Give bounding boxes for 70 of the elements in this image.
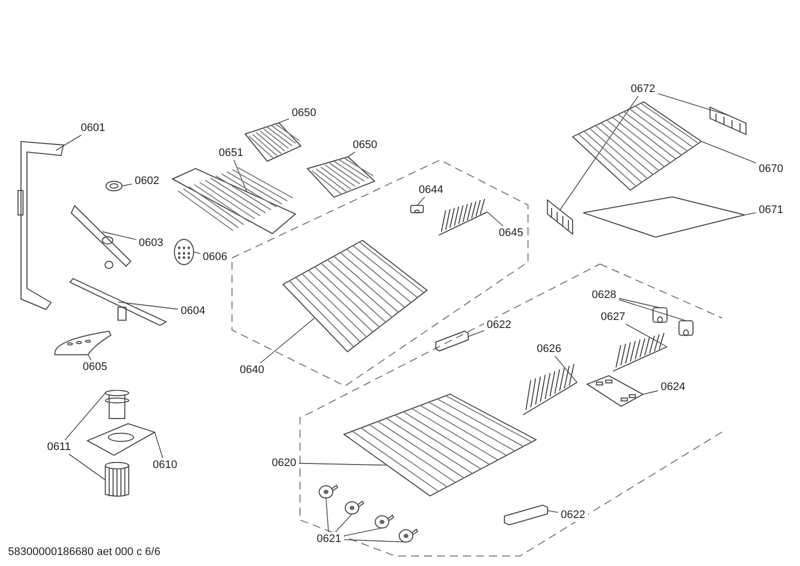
strainer-disc-drawing xyxy=(172,238,196,266)
leader-line xyxy=(56,134,82,151)
tine-rack-drawing xyxy=(610,330,670,372)
leader-line xyxy=(102,231,136,240)
leader-line xyxy=(335,514,352,532)
tine-rack-drawing xyxy=(436,196,490,236)
callout-number: 0627 xyxy=(598,310,628,324)
filter-drawing xyxy=(104,390,130,420)
water-pipe-drawing xyxy=(16,138,66,313)
leader-line xyxy=(64,392,106,440)
wheel-drawing xyxy=(374,512,394,530)
leader-line xyxy=(468,330,484,337)
drawer-frame-drawing xyxy=(580,196,748,238)
callout-number: 0651 xyxy=(216,146,246,160)
leader-line xyxy=(658,93,728,116)
leader-line xyxy=(700,141,756,164)
bracket-drawing xyxy=(546,196,574,236)
leader-line xyxy=(618,299,686,322)
leader-line xyxy=(118,302,178,310)
callout-number: 0601 xyxy=(78,121,108,135)
leader-line xyxy=(486,212,504,226)
callout-number: 0650 xyxy=(350,138,380,152)
micro-filter-drawing xyxy=(104,462,130,498)
callout-number: 0628 xyxy=(589,288,619,302)
callout-number: 0672 xyxy=(628,82,658,96)
wheel-drawing xyxy=(318,482,338,500)
leader-line xyxy=(154,432,164,458)
leader-line xyxy=(642,390,658,395)
leader-line xyxy=(68,454,106,480)
spray-arm-drawing xyxy=(68,276,168,328)
callout-number: 0622 xyxy=(484,318,514,332)
leader-line xyxy=(560,96,639,210)
leader-line xyxy=(193,252,200,254)
leader-line xyxy=(348,152,356,158)
filter-cover-drawing xyxy=(52,330,112,356)
leader-line xyxy=(625,324,668,348)
leader-line xyxy=(298,462,386,466)
cutlery-tray-drawing xyxy=(170,165,298,235)
leader-line xyxy=(122,184,132,186)
rack-insert-drawing xyxy=(306,156,376,198)
leader-line xyxy=(260,318,315,364)
leader-line xyxy=(344,539,406,542)
lower-basket-drawing xyxy=(340,392,540,498)
handle-drawing xyxy=(434,330,470,352)
leader-line xyxy=(88,354,92,360)
leader-line xyxy=(554,356,578,383)
leader-line xyxy=(326,498,329,532)
flat-filter-drawing xyxy=(86,422,156,456)
callout-number: 0650 xyxy=(289,106,319,120)
document-code: 58300000186680 aet 000 c 6/6 xyxy=(8,545,160,560)
wheel-drawing xyxy=(344,498,364,516)
callout-number: 0644 xyxy=(416,183,446,197)
wheel-drawing xyxy=(398,526,418,544)
upper-basket-drawing xyxy=(280,238,430,354)
cutlery-drawer-drawing xyxy=(570,100,704,192)
leader-line xyxy=(416,196,426,206)
clip-drawing xyxy=(408,203,426,215)
clip-set-drawing xyxy=(584,374,646,408)
callout-number: 0624 xyxy=(658,380,688,394)
leader-line xyxy=(547,510,558,513)
leader-line xyxy=(618,298,660,308)
handle-drawing xyxy=(502,504,550,526)
rack-insert-drawing xyxy=(244,122,302,162)
leader-line xyxy=(278,118,290,124)
leader-line xyxy=(344,528,382,536)
callout-number: 0622 xyxy=(558,508,588,522)
bracket-drawing xyxy=(708,104,748,136)
leader-line xyxy=(744,212,756,216)
callout-number: 0626 xyxy=(534,342,564,356)
ring-nut-drawing xyxy=(104,178,124,194)
